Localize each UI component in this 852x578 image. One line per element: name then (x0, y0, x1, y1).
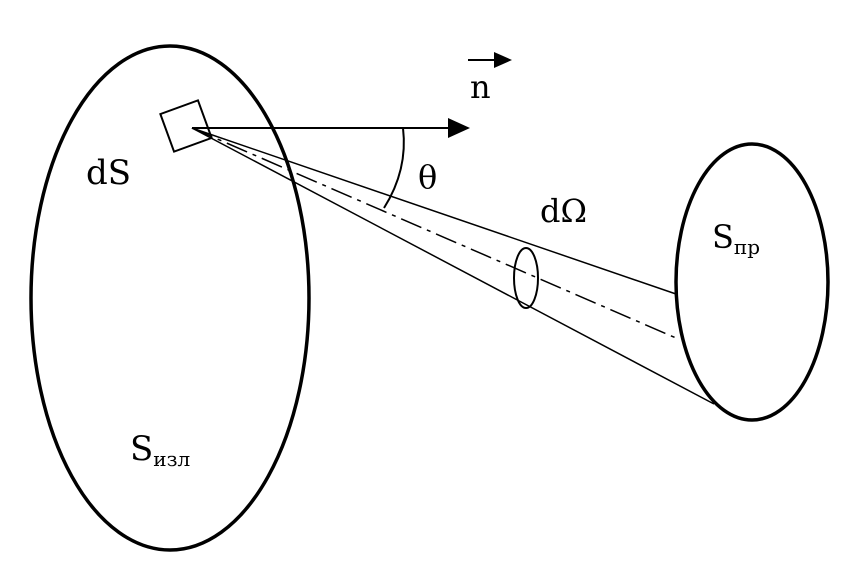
label-emitter-sub: изл (153, 447, 190, 471)
label-solid-angle: dΩ (540, 192, 587, 230)
cone-upper-ray (191, 127, 677, 295)
label-emitter: Sизл (130, 429, 190, 471)
label-receiver-base: S (712, 218, 734, 256)
label-theta: θ (418, 158, 437, 196)
label-emitter-base: S (130, 429, 153, 469)
solid-angle-section (513, 247, 539, 309)
cone-lower-ray (191, 127, 715, 405)
vector-mark-arrow-icon (494, 52, 512, 68)
cone-axis-dashed (191, 127, 677, 339)
label-normal: n (470, 68, 491, 106)
normal-arrow-head (448, 118, 470, 138)
label-dS: dS (86, 153, 131, 193)
emitter-surface (29, 44, 311, 552)
receiver-surface (674, 142, 830, 422)
label-receiver: Sпр (712, 218, 760, 259)
angle-arc (383, 127, 405, 209)
surface-element-square (159, 99, 213, 153)
label-receiver-sub: пр (734, 235, 760, 259)
